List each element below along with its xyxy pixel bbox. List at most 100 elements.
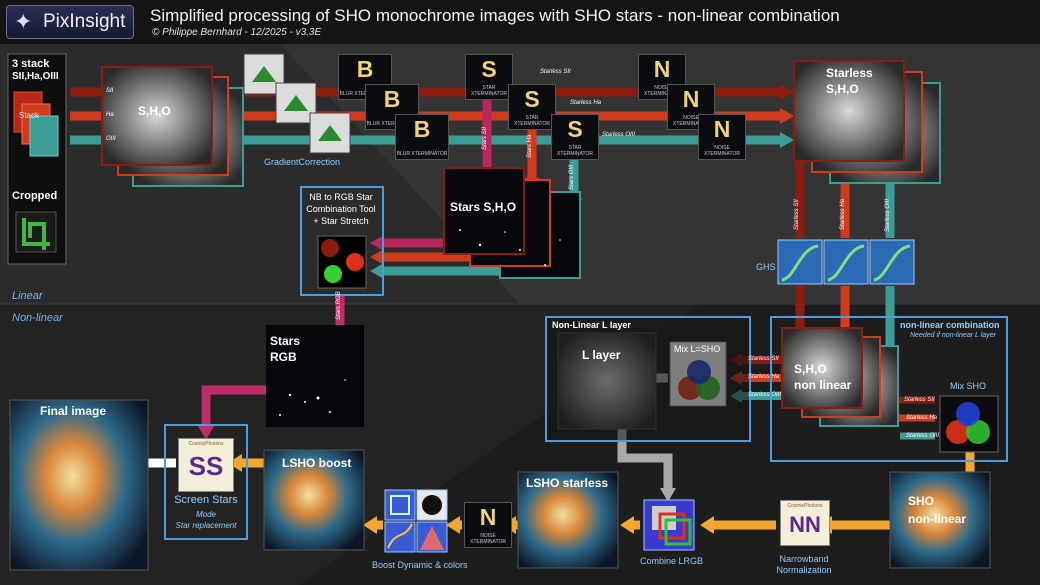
sho-nonlinear-label-2: non-linear — [908, 512, 967, 526]
boost-label: Boost Dynamic & colors — [372, 560, 468, 570]
arrow-stars-to-nb-3-head — [370, 263, 384, 279]
arrow-stars-to-nb-2-head — [370, 249, 384, 265]
mode-label: Mode — [195, 510, 216, 519]
nn-label-1: Narrowband — [779, 554, 829, 564]
input-label-2: SII,Ha,OIII — [12, 71, 59, 82]
combine-l-square — [652, 506, 676, 530]
ghs-tiles — [777, 239, 915, 285]
page-title: Simplified processing of SHO monochrome … — [150, 6, 840, 25]
noisex-letter-3: N — [713, 116, 731, 142]
nonlinear-l-box — [545, 316, 751, 442]
arrow-label-mixsho-sii: Starless SII — [904, 397, 935, 403]
starx-name-3: STAR XTERMINATOR — [557, 145, 593, 157]
noisex-name-final: NOISE XTERMINATOR — [470, 533, 506, 545]
cropped-label: Cropped — [12, 190, 58, 202]
arrow-label-mixl-ha: Starless Ha — [748, 374, 780, 380]
starless-image-sii — [793, 60, 905, 162]
sho-label: S,H,O — [138, 104, 171, 118]
gradient-tiles — [243, 53, 351, 154]
blurx-tile-2: B BLUR XTERMINATOR — [365, 84, 419, 130]
starx-tile-2: S STAR XTERMINATOR — [508, 84, 556, 130]
stars-rgb-image — [266, 325, 364, 427]
mix-sho-green — [966, 420, 990, 444]
nn-icon: CosmicPhotons NN — [780, 500, 830, 546]
arrow-l-to-combine — [617, 428, 673, 490]
arrow-label-sii: SII — [106, 88, 114, 94]
nb-tool-label-1: NB to RGB Star — [309, 192, 373, 202]
nb-tool-box — [300, 186, 384, 296]
gradient-label: GradientCorrection — [264, 157, 341, 167]
noisex-tile-1: N NOISE XTERMINATOR — [638, 54, 686, 100]
noisex-name-1: NOISE XTERMINATOR — [644, 85, 680, 97]
blurx-tile-3: B BLUR XTERMINATOR — [395, 114, 449, 160]
combine-lrgb-label: Combine LRGB — [640, 556, 704, 566]
noisex-letter-2: N — [682, 86, 700, 112]
arrow-label-starless-sii: Starless SII — [540, 69, 571, 75]
final-image — [9, 399, 149, 571]
nonlinear-combination-box — [770, 316, 1008, 462]
sho-nl-label-1: S,H,O — [794, 362, 827, 376]
arrow-boost-to-lsho-head — [363, 516, 377, 534]
pixinsight-logo: ✦ PixInsight — [6, 5, 134, 39]
zone-label-nonlinear: Non-linear — [12, 312, 63, 324]
blurx-letter-3: B — [413, 116, 431, 142]
arrow-label-stars-ha: Stars Ha — [527, 134, 533, 158]
ss-brand: CosmicPhotons — [188, 441, 224, 447]
stars-sho-label: Stars S,H,O — [450, 200, 517, 214]
screen-stars-box — [164, 424, 248, 540]
nb-dot-oiii — [324, 265, 342, 283]
stars-rgb-label-2: RGB — [270, 350, 297, 364]
starx-name-1: STAR XTERMINATOR — [471, 85, 507, 97]
arrow-stars-to-nb-1-head — [370, 235, 384, 251]
nonlinear-l-title: Non-Linear L layer — [552, 320, 631, 330]
blurx-name-2: BLUR XTERMINATOR — [366, 121, 418, 127]
arrow-label-ghs-sii: Starless SII — [794, 199, 800, 230]
nb-dot-ha — [346, 253, 364, 271]
arrow-starsrgb-to-ss — [201, 385, 268, 428]
ss-icon: CosmicPhotons SS — [178, 438, 234, 492]
nonlinear-zone-shade — [0, 304, 700, 585]
arrow-nx-to-boost-head — [446, 516, 460, 534]
sho-nl-label-2: non linear — [794, 378, 852, 392]
arrow-label-oiii: OIII — [106, 136, 116, 142]
arrow-ha-head — [780, 108, 794, 124]
image-tiles — [9, 60, 991, 571]
lsho-starless-image — [517, 471, 619, 569]
starx-letter-1: S — [481, 56, 497, 82]
nb-tool-label-3: + Star Stretch — [313, 216, 369, 226]
noisex-letter-1: N — [653, 56, 671, 82]
final-image-label: Final image — [40, 404, 107, 418]
nb-tool-label-2: Combination Tool — [306, 204, 376, 214]
blurx-letter-1: B — [356, 56, 374, 82]
arrow-label-stars-sii: Stars SII — [482, 126, 488, 150]
sho-nonlinear-image — [889, 471, 991, 569]
arrow-label-starless-ha: Starless Ha — [570, 100, 602, 106]
arrow-l-to-combine-head — [660, 488, 676, 502]
nb-dot-sii — [321, 239, 339, 257]
stack-label: Stack — [19, 111, 40, 120]
ghs-label: GHS — [756, 262, 776, 272]
crop-icon-shape — [22, 218, 50, 250]
mix-sho-red — [946, 420, 970, 444]
lsho-boost-image — [263, 449, 365, 551]
header-bar: ✦ PixInsight Simplified processing of SH… — [0, 0, 1040, 45]
nn-brand: CosmicPhotons — [787, 503, 823, 509]
nn-label-2: Normalization — [776, 565, 832, 575]
sho-image-sii — [101, 66, 213, 166]
screen-stars-label: Screen Stars — [174, 494, 238, 506]
arrow-label-mixsho-oiii: Starless OIII — [906, 433, 940, 439]
arrow-label-ha: Ha — [106, 112, 114, 118]
combine-r-square — [658, 512, 686, 540]
nonlinear-comb-title: non-linear combination — [900, 320, 1000, 330]
noisex-tile-3: N NOISE XTERMINATOR — [698, 114, 746, 160]
star-speckles — [279, 229, 561, 416]
arrow-label-stars-rgb: Stars RGB — [336, 291, 342, 320]
nn-letters: NN — [789, 512, 821, 537]
arrow-label-stars-oiii: Stars OIII — [569, 164, 575, 190]
starx-tile-1: S STAR XTERMINATOR — [465, 54, 513, 100]
arrow-label-ghs-ha: Starless Ha — [840, 198, 846, 230]
noisex-tile-final: N NOISE XTERMINATOR — [464, 502, 512, 548]
nl-image-sii — [781, 327, 863, 409]
ss-letters: SS — [188, 451, 224, 481]
mix-l-label: Mix L=SHO — [674, 344, 721, 354]
